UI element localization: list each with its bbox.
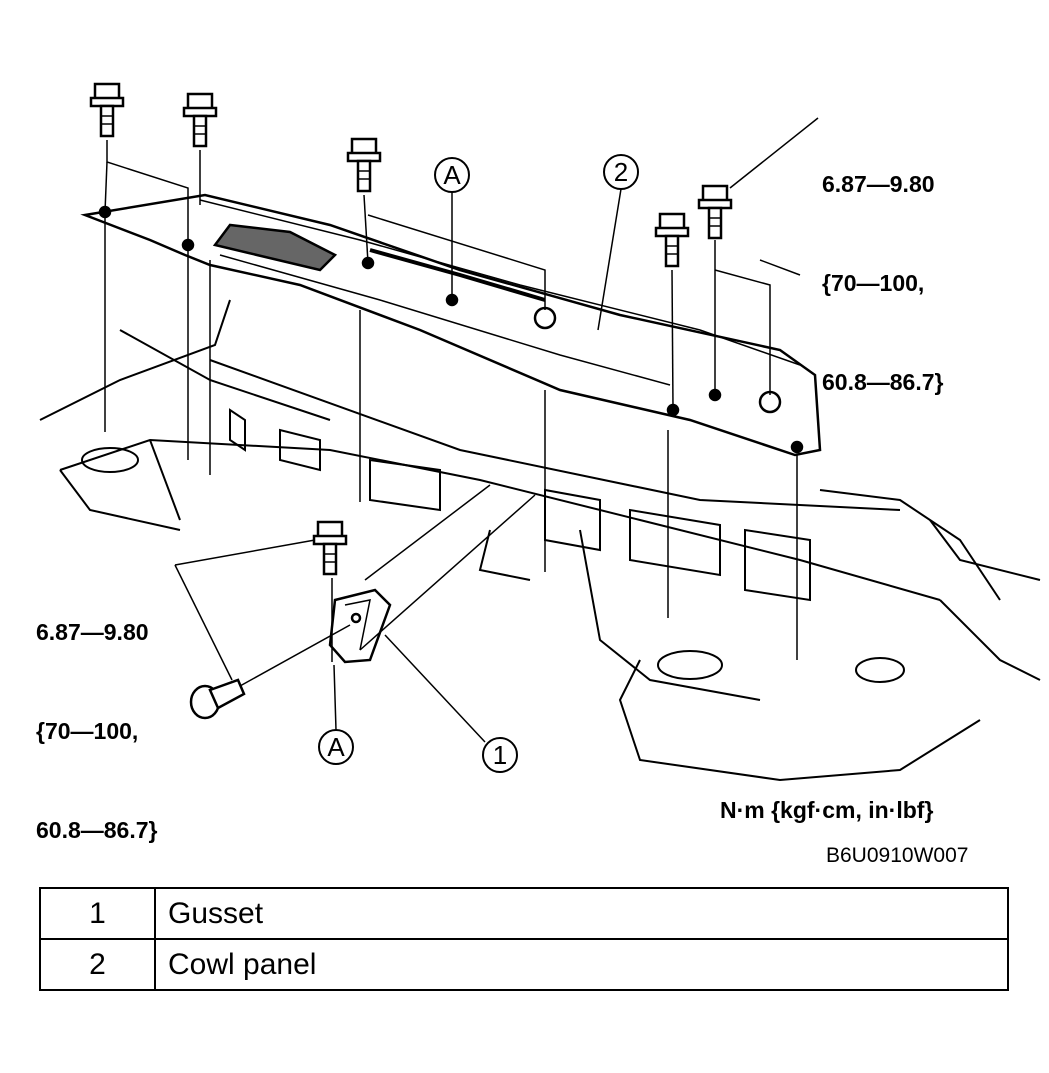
figure-code: B6U0910W007 <box>826 844 969 867</box>
callout-a-bottom: A <box>318 664 354 765</box>
svg-text:A: A <box>443 160 461 190</box>
part-name: Cowl panel <box>154 938 1009 991</box>
side-bolt <box>189 624 351 720</box>
torque-right-line-3: 60.8—86.7} <box>822 369 944 395</box>
torque-left-line-1: 6.87—9.80 <box>36 619 149 645</box>
torque-right-line-1: 6.87—9.80 <box>822 171 935 197</box>
torque-spec-right: 6.87—9.80 {70—100, 60.8—86.7} <box>822 102 943 432</box>
svg-text:2: 2 <box>614 157 628 187</box>
callout-1: 1 <box>384 634 518 773</box>
callout-a-top: A <box>434 157 470 300</box>
part-number: 2 <box>39 938 156 991</box>
torque-leaders <box>174 117 819 681</box>
bolt-leader-lines <box>104 140 801 409</box>
part-name: Gusset <box>154 887 1009 940</box>
torque-left-line-2: {70—100, <box>36 718 139 744</box>
table-row: 1 Gusset <box>39 887 1009 940</box>
table-row: 2 Cowl panel <box>39 938 1009 991</box>
part-number: 1 <box>39 887 156 940</box>
torque-left-line-3: 60.8—86.7} <box>36 817 158 843</box>
alignment-lines <box>104 215 798 660</box>
svg-text:1: 1 <box>493 740 507 770</box>
torque-right-line-2: {70—100, <box>822 270 925 296</box>
gusset-part <box>328 484 536 664</box>
cowl-panel-part <box>80 193 822 457</box>
parts-legend-table: 1 Gusset 2 Cowl panel <box>39 887 1009 991</box>
torque-spec-left: 6.87—9.80 {70—100, 60.8—86.7} <box>36 550 157 880</box>
svg-text:A: A <box>327 732 345 762</box>
torque-units: N·m {kgf·cm, in·lbf} <box>720 797 934 823</box>
body-structure <box>39 299 1041 782</box>
callout-2: 2 <box>597 154 639 331</box>
cowl-panel-exploded-diagram: A 2 A 1 <box>39 82 1041 782</box>
